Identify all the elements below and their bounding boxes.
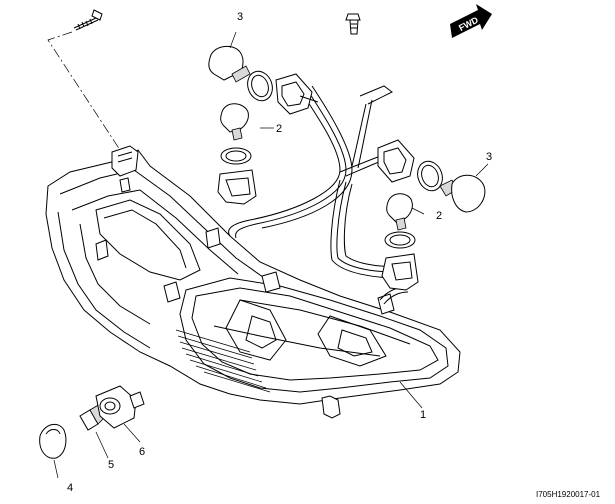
wiring-harness <box>228 85 409 305</box>
callout-1: 1 <box>420 409 426 421</box>
callout-3-right: 3 <box>486 151 492 163</box>
leader-lines <box>53 31 489 479</box>
figure-reference-code: I705H1920017-01 <box>536 490 601 499</box>
lamp-housing <box>45 145 461 419</box>
socket-assembly-right <box>377 139 486 291</box>
callout-2-right: 2 <box>436 210 442 222</box>
push-clip <box>345 13 361 35</box>
callout-5: 5 <box>108 459 114 471</box>
callout-4: 4 <box>67 482 73 494</box>
small-socket <box>95 385 145 429</box>
lens-ribs <box>175 329 271 393</box>
forward-direction-arrow: FWD <box>450 4 492 38</box>
socket-assembly-left <box>208 45 319 205</box>
callout-2-left: 2 <box>276 123 282 135</box>
mounting-screw <box>73 9 103 31</box>
callout-6: 6 <box>139 446 145 458</box>
lens-cap <box>39 423 67 459</box>
screw-install-line <box>47 31 121 151</box>
callout-3-top-left: 3 <box>237 11 243 23</box>
